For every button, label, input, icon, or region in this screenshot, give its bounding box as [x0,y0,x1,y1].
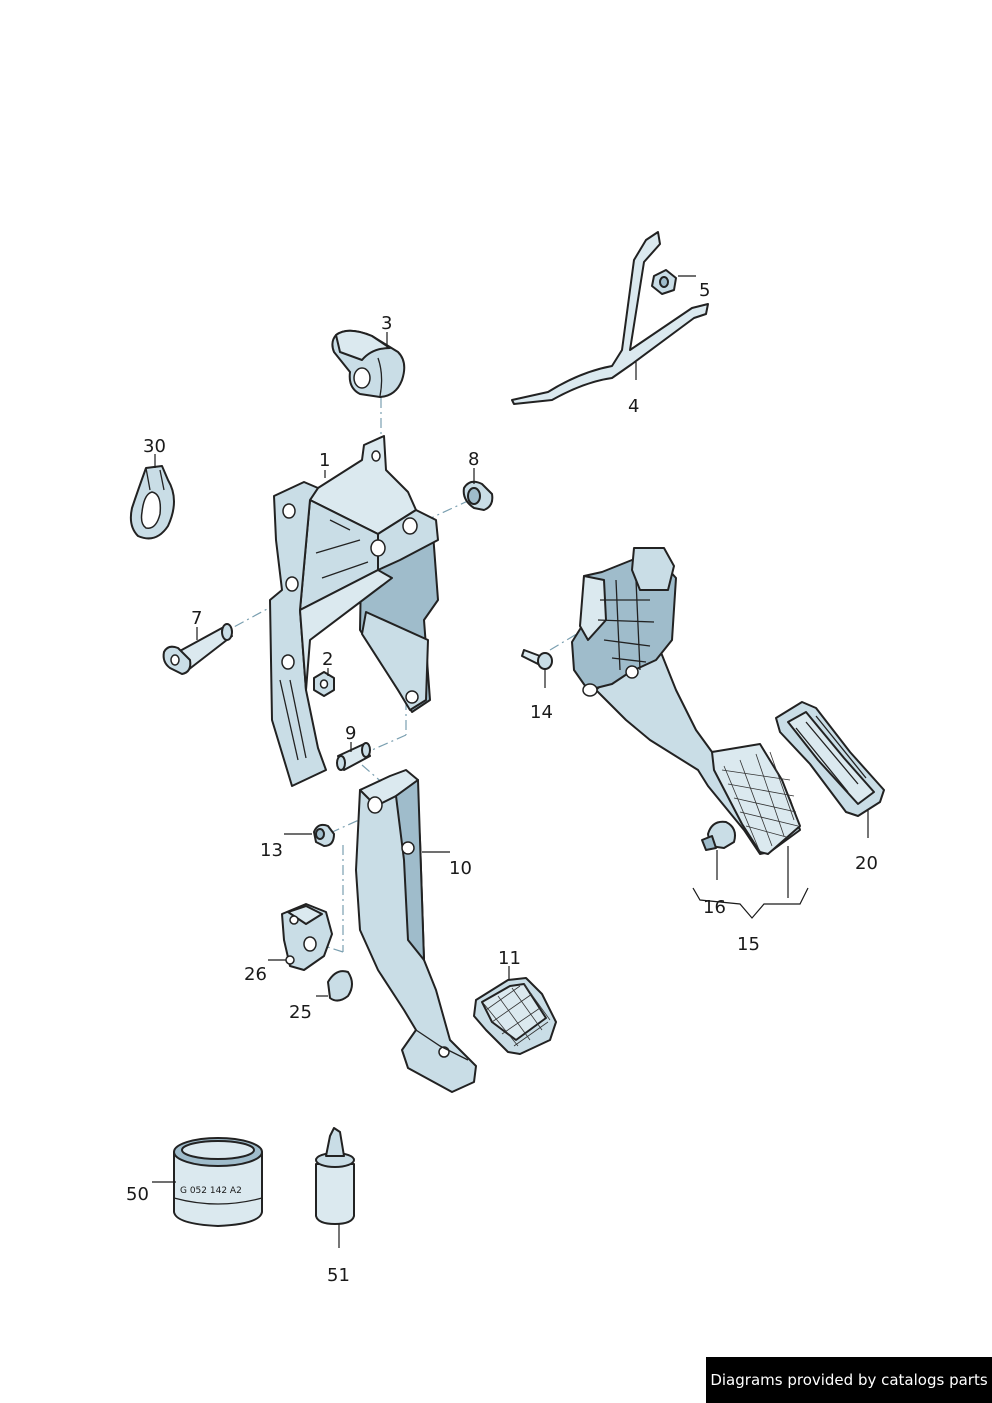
label-50: 50 [126,1184,149,1205]
part-13-bushing[interactable] [313,823,335,847]
part-51-tube[interactable] [315,1127,355,1225]
part-14-screw[interactable] [521,649,553,670]
part-8-bushing[interactable] [462,480,494,511]
part-50-grease-tin[interactable]: G 052 142 A2 [173,1137,263,1227]
tin-print-text: G 052 142 A2 [180,1186,242,1196]
label-11: 11 [498,948,521,969]
label-30: 30 [143,436,166,457]
label-5: 5 [699,280,710,301]
part-10-clutch-pedal[interactable] [355,769,477,1093]
part-16-stop-buffer[interactable] [701,820,736,851]
label-8: 8 [468,449,479,470]
part-20-pedal-pad[interactable] [775,701,885,817]
label-9: 9 [345,723,356,744]
label-20: 20 [855,853,878,874]
part-30-clip[interactable] [129,465,175,540]
label-14: 14 [530,702,553,723]
part-7-pivot-bolt[interactable] [162,623,233,675]
label-13: 13 [260,840,283,861]
part-1-pedal-bracket[interactable] [269,435,439,787]
label-2: 2 [322,649,333,670]
label-15: 15 [737,934,760,955]
part-11-clutch-pad[interactable] [473,977,557,1055]
accelerator-pad-texture [721,751,799,853]
callout-labels: 3 1 8 30 5 4 7 2 9 10 13 14 16 15 20 11 … [126,280,878,1286]
leader-lines [152,275,869,1248]
part-9-pin[interactable] [336,742,371,771]
label-51: 51 [327,1265,350,1286]
label-26: 26 [244,964,267,985]
label-1: 1 [319,450,330,471]
part-4-wire-bracket[interactable] [511,231,709,405]
part-2-nut[interactable] [313,671,335,697]
part-3-stop-clip[interactable] [331,329,406,398]
label-16: 16 [703,897,726,918]
label-25: 25 [289,1002,312,1023]
part-15-accelerator-pedal[interactable] [571,547,801,855]
part-26-switch-holder[interactable] [281,903,333,971]
label-10: 10 [449,858,472,879]
label-3: 3 [381,313,392,334]
part-5-clip-nut[interactable] [651,269,677,295]
credit-banner: Diagrams provided by catalogs parts [706,1357,992,1403]
label-4: 4 [628,396,639,417]
label-7: 7 [191,608,202,629]
part-25-cap[interactable] [327,970,353,1002]
